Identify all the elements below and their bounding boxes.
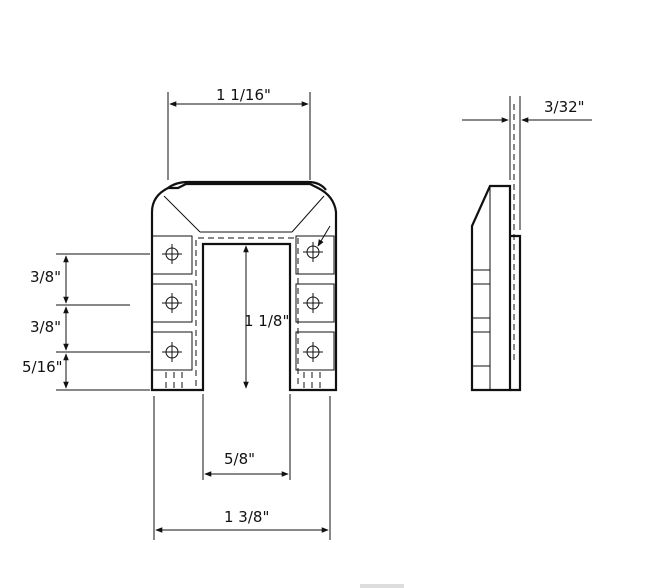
bottom-mark [360, 584, 404, 588]
left-chamfer [163, 195, 201, 233]
pocket-left-2 [151, 283, 193, 323]
pocket-right-2 [295, 283, 335, 323]
hole-left-2 [162, 293, 182, 313]
hole-right-1 [303, 242, 323, 262]
side-flange [510, 234, 522, 392]
label-spacing-middle: 3/8" [30, 318, 61, 336]
label-spacing-upper: 3/8" [30, 268, 61, 286]
leader-arrow [317, 225, 331, 247]
right-chamfer [291, 195, 325, 233]
hidden-line-slot [195, 237, 299, 386]
hole-left-3 [162, 342, 182, 362]
side-pocket-lines [472, 269, 490, 367]
dimension-slot-width: 5/8" [202, 394, 291, 480]
label-spacing-lower: 5/16" [22, 358, 63, 376]
dimension-overall-width: 1 3/8" [153, 396, 331, 540]
front-view [150, 180, 338, 392]
dimension-hole-spacing: 3/8" 3/8" 5/16" [22, 253, 150, 391]
pocket-left-1 [151, 235, 193, 275]
hole-right-3 [303, 342, 323, 362]
side-outline [470, 184, 512, 392]
label-overall-width: 1 3/8" [224, 508, 269, 526]
label-thickness: 3/32" [544, 98, 585, 116]
leg-hatch-left [165, 372, 183, 390]
side-view [470, 104, 522, 392]
label-slot-width: 5/8" [224, 450, 255, 468]
label-top-width: 1 1/16" [216, 86, 271, 104]
dimension-thickness: 3/32" [462, 96, 592, 230]
dimension-top-width: 1 1/16" [167, 86, 311, 180]
hole-left-1 [162, 244, 182, 264]
pocket-left-3 [151, 331, 193, 371]
dimension-slot-depth: 1 1/8" [243, 245, 289, 389]
label-slot-depth: 1 1/8" [244, 312, 289, 330]
pocket-right-3 [295, 331, 335, 371]
part-outline [150, 182, 338, 392]
hole-right-2 [303, 293, 323, 313]
top-cap [167, 180, 327, 191]
leg-hatch-right [303, 372, 321, 390]
pocket-right-1 [295, 235, 335, 275]
